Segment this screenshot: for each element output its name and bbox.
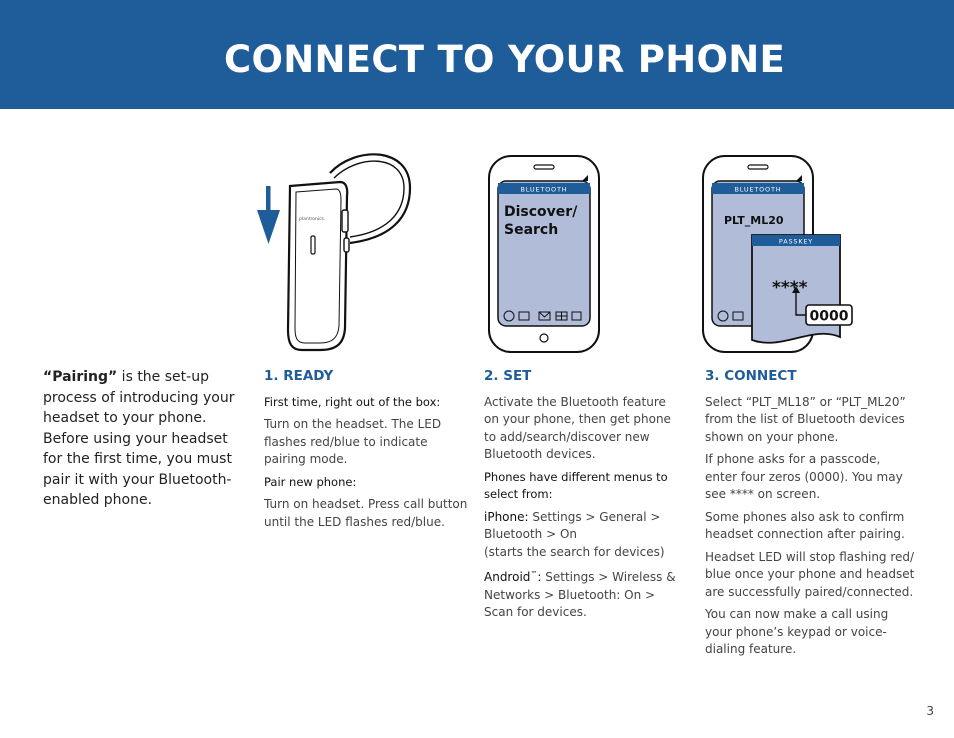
phone2-device-name: PLT_ML20 — [724, 214, 784, 227]
set-p1: Activate the Bluetooth feature on your p… — [484, 394, 671, 462]
phone1-bluetooth-bar: BLUETOOTH — [521, 186, 568, 194]
passkey-bar: PASSKEY — [779, 238, 813, 246]
phone1-screen-line2: Search — [504, 222, 558, 238]
phone-discover-illustration: BLUETOOTH Discover/ Search — [488, 155, 600, 353]
ready-p2: Turn on headset. Press call button until… — [264, 497, 468, 529]
android-colon: : — [537, 570, 542, 584]
set-heading: 2. SET — [484, 368, 532, 384]
ready-p1: Turn on the headset. The LED flashes red… — [264, 417, 442, 466]
phone1-screen-line1: Discover/ — [504, 204, 578, 220]
passkey-masked: **** — [772, 278, 808, 298]
ready-sub1: First time, right out of the box: — [264, 394, 441, 409]
connect-p5: You can now make a call using your phone… — [705, 607, 889, 656]
ready-sub2: Pair new phone: — [264, 474, 357, 489]
ready-section: 1. READY First time, right out of the bo… — [264, 368, 469, 536]
iphone-label: iPhone: — [484, 509, 529, 524]
iphone-note: (starts the search for devices) — [484, 544, 665, 559]
set-sub1: Phones have different menus to select fr… — [484, 469, 668, 502]
intro-paragraph: “Pairing” is the set-up process of intro… — [43, 367, 243, 511]
page-title: CONNECT TO YOUR PHONE — [224, 38, 786, 81]
android-label: Android — [484, 570, 531, 584]
iphone-text: Settings > General > Bluetooth > On — [484, 509, 661, 542]
headset-illustration: plantronics. — [257, 153, 412, 352]
set-iphone: iPhone: Settings > General > Bluetooth >… — [484, 509, 684, 562]
android-tm: ™ — [530, 570, 538, 578]
headset-brand-text: plantronics. — [299, 216, 325, 222]
header-banner: CONNECT TO YOUR PHONE — [0, 0, 954, 109]
set-android: Android™: Settings > Wireless & Networks… — [484, 566, 684, 622]
android-text: Settings > Wireless & Networks > Bluetoo… — [484, 570, 676, 619]
phone-connect-illustration: BLUETOOTH PLT_ML20 PASSKEY **** 0000 — [702, 155, 853, 353]
connect-p4: Headset LED will stop flashing red/ blue… — [705, 549, 915, 599]
intro-bold: “Pairing” — [43, 369, 118, 385]
connect-p1: Select “PLT_ML18” or “PLT_ML20” from the… — [705, 394, 906, 444]
passkey-code: 0000 — [810, 309, 849, 325]
connect-heading: 3. CONNECT — [705, 368, 797, 384]
page-number: 3 — [926, 704, 934, 718]
connect-section: 3. CONNECT Select “PLT_ML18” or “PLT_ML2… — [705, 368, 915, 664]
connect-p2: If phone asks for a passcode, enter four… — [705, 452, 903, 501]
down-arrow-icon — [266, 186, 271, 231]
intro-text: is the set-up process of introducing you… — [43, 369, 235, 508]
connect-p3: Some phones also ask to confirm headset … — [705, 509, 905, 542]
set-section: 2. SET Activate the Bluetooth feature on… — [484, 368, 684, 627]
ready-heading: 1. READY — [264, 368, 334, 384]
phone2-bluetooth-bar: BLUETOOTH — [735, 186, 782, 194]
